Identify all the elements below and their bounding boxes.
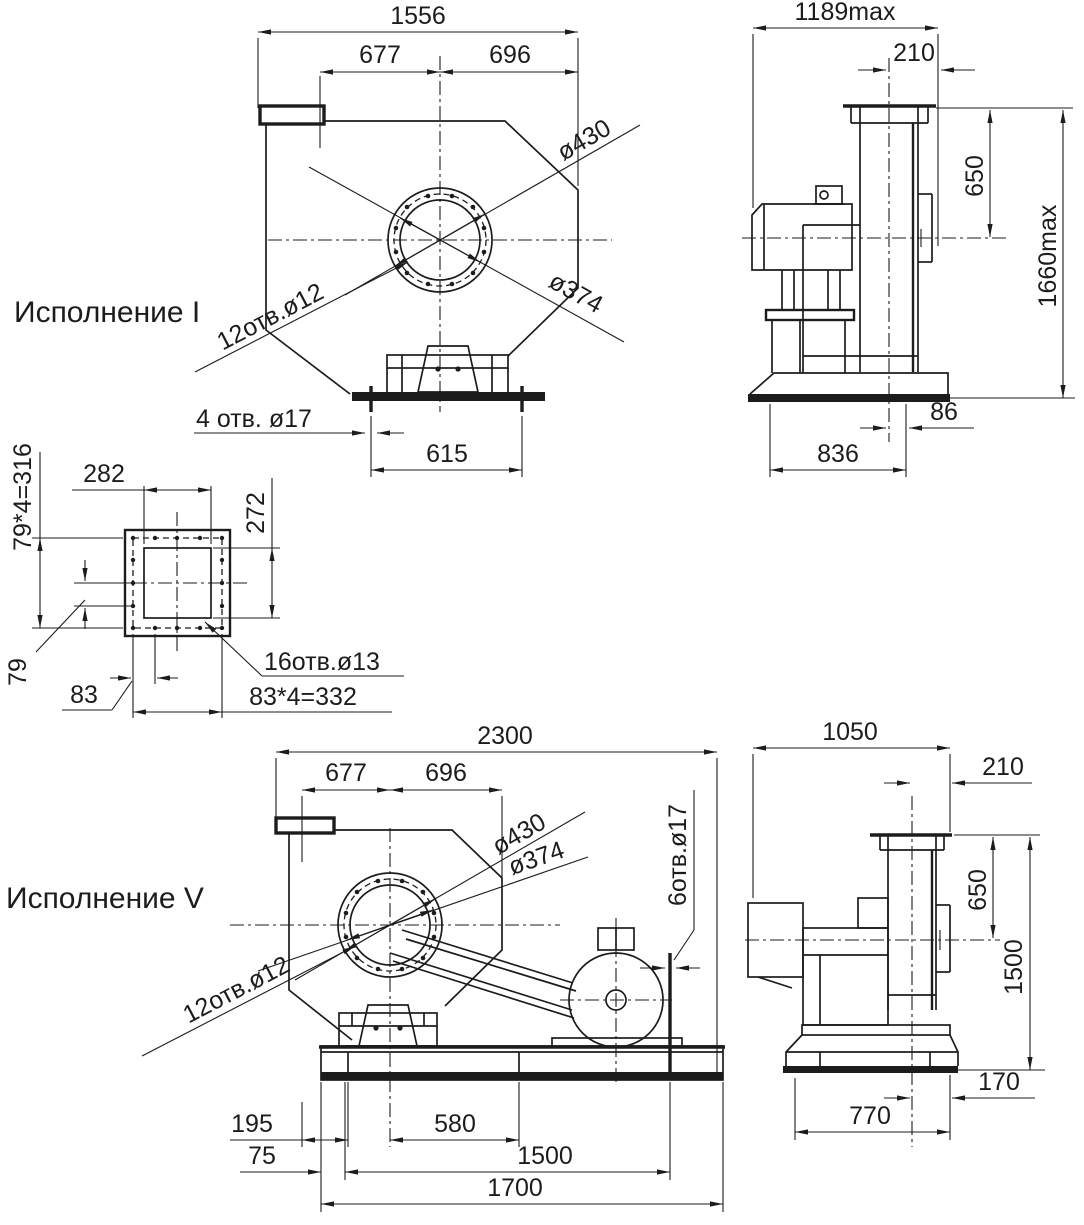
outlet-duct — [859, 123, 919, 372]
casing-side — [802, 224, 860, 373]
dim-170: 170 — [978, 1068, 1020, 1096]
dim-210-exec1: 210 — [893, 39, 935, 67]
dim-677-exec1: 677 — [359, 41, 401, 69]
dim-696-exec1: 696 — [489, 41, 531, 69]
dim-195: 195 — [231, 1110, 273, 1138]
dim-83x4: 83*4=332 — [249, 683, 357, 711]
base-frame-v5 — [319, 1045, 725, 1081]
dim-1556: 1556 — [390, 2, 446, 30]
dim-615: 615 — [426, 440, 468, 468]
label-base-holes-exec1: 4 отв. ø17 — [196, 405, 312, 433]
dim-1189max: 1189max — [795, 0, 896, 26]
dim-770: 770 — [849, 1102, 891, 1130]
dim-2300: 2300 — [477, 722, 533, 750]
dim-1050: 1050 — [822, 718, 878, 746]
base-side — [748, 372, 1075, 402]
dim-75: 75 — [248, 1142, 276, 1170]
execution1-side-view: 1189max 210 650 1660max 86 836 — [742, 0, 1075, 477]
dim-86: 86 — [930, 398, 958, 426]
inlet-collar-v5 — [337, 872, 443, 978]
outlet-flange — [258, 104, 326, 126]
dim-1500-side: 1500 — [1000, 939, 1028, 995]
dim-1700: 1700 — [487, 1174, 543, 1202]
dim-1500-front: 1500 — [517, 1142, 573, 1170]
dim-83: 83 — [70, 681, 98, 709]
caption-execution-5: Исполнение V — [6, 882, 204, 915]
base-plate — [352, 392, 545, 401]
belt-drive — [389, 929, 577, 1019]
flange-bolt-holes — [130, 535, 225, 631]
dim-79: 79 — [4, 658, 32, 686]
base-side-v5 — [783, 1024, 1045, 1073]
dim-650-exec1: 650 — [961, 155, 989, 197]
dim-836: 836 — [817, 440, 859, 468]
dim-79x4: 79*4=316 — [9, 443, 37, 551]
dim-580: 580 — [434, 1110, 476, 1138]
caption-execution-1: Исполнение I — [14, 296, 200, 329]
dim-272: 272 — [242, 492, 270, 534]
dim-1660max: 1660max — [1034, 204, 1062, 307]
flange-opening — [143, 547, 212, 619]
side-flange-v5 — [936, 904, 951, 973]
fan-housing — [265, 120, 579, 395]
dim-282: 282 — [83, 460, 125, 488]
dim-677-exec5: 677 — [325, 759, 367, 787]
label-flange-holes: 16отв.ø13 — [264, 648, 380, 676]
label-base-holes-exec5: 6отв.ø17 — [664, 804, 692, 906]
motor-support-frame — [764, 270, 856, 373]
dim-650-exec5: 650 — [964, 869, 992, 911]
motor-side — [751, 185, 853, 271]
dim-210-exec5: 210 — [982, 753, 1024, 781]
side-flange — [918, 193, 933, 263]
dim-696-exec5: 696 — [425, 759, 467, 787]
outlet-flange-detail: 282 272 79*4=316 79 83 83*4=332 16от — [4, 443, 404, 718]
casing-side-v5 — [757, 897, 889, 1026]
execution5-side-view: 1050 210 650 1500 170 770 — [745, 718, 1045, 1147]
inlet-collar — [387, 187, 493, 293]
